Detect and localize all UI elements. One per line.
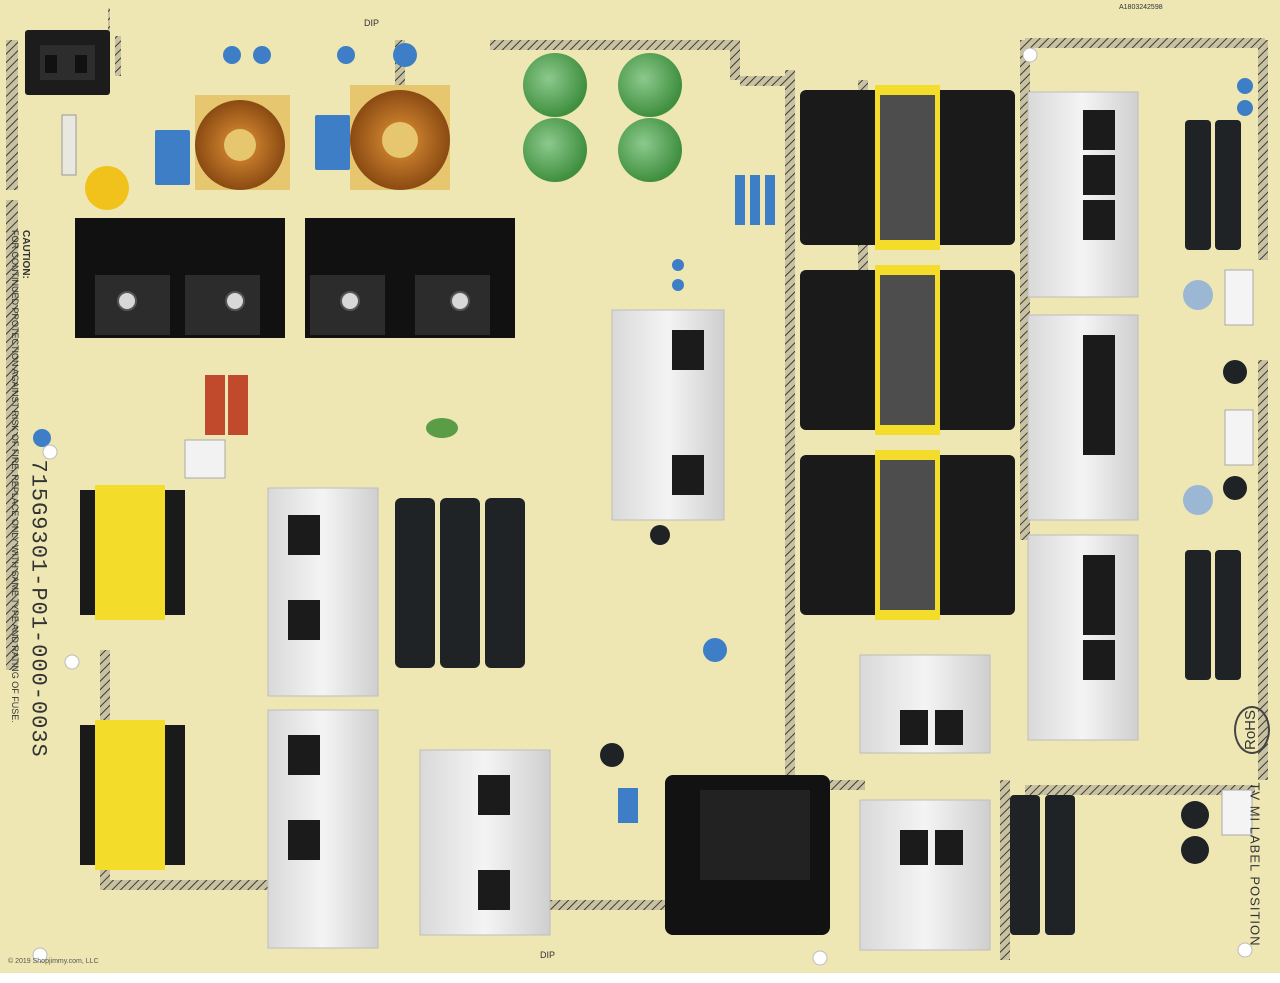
copyright-text: © 2019 Shopjimmy.com, LLC <box>8 958 99 965</box>
part-number-label: 715G9301-P01-000-003S <box>25 459 51 758</box>
power-transistors <box>288 110 1115 910</box>
ntc-thermistors <box>523 53 682 182</box>
mounting-holes <box>32 47 1253 966</box>
standby-transformers <box>80 485 185 870</box>
dip-marker-top: DIP <box>364 18 380 28</box>
rohs-mark: RoHS <box>1234 706 1270 754</box>
small-components <box>184 269 1254 864</box>
black-heatsinks <box>75 218 515 338</box>
main-transformers <box>800 85 1015 620</box>
llc-transformer <box>665 775 830 935</box>
x-capacitors <box>155 115 775 823</box>
fuse-caution-label: CAUTION: FOR CONTINUED PROTECTION AGAINS… <box>10 230 31 723</box>
y-capacitors <box>33 43 1253 662</box>
fuse <box>61 114 77 176</box>
caution-text: FOR CONTINUED PROTECTION AGAINST RISK OF… <box>10 230 20 723</box>
varistor <box>85 166 129 210</box>
bulk-capacitors <box>395 120 1241 935</box>
serial-sticker: A1803242598 <box>1119 4 1163 11</box>
caution-title: CAUTION: <box>20 230 31 279</box>
toroid-inductors <box>195 85 450 190</box>
tv-label-position: TV MI LABEL POSITION <box>1247 782 1263 947</box>
dip-marker-bottom: DIP <box>540 950 556 960</box>
ac-inlet-connector <box>25 30 110 95</box>
